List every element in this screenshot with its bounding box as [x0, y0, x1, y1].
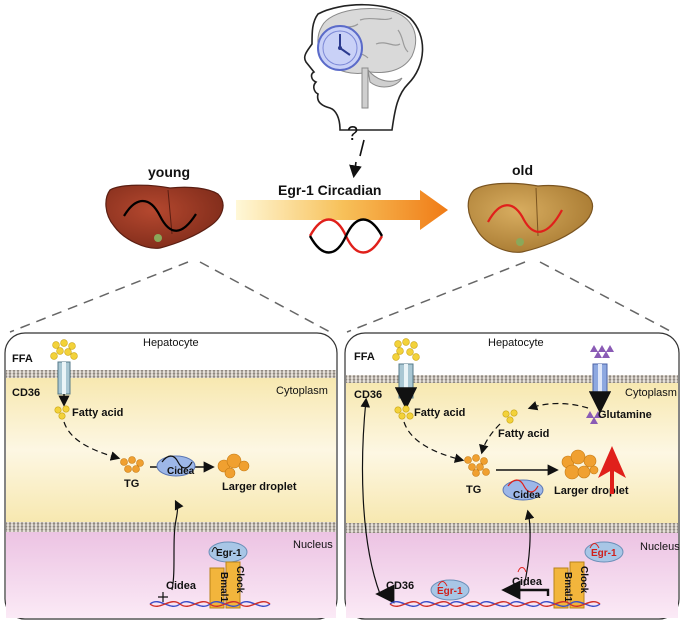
right-increase-arrow-icon — [598, 446, 626, 478]
right-tg-label: TG — [466, 484, 481, 496]
right-fa1-to-tg-arrow — [403, 421, 465, 463]
right-fatty-acid-droplets-2 — [502, 409, 518, 424]
left-cd36-channel — [57, 361, 71, 395]
left-nucleus-label: Nucleus — [293, 539, 333, 551]
right-larger-droplet-label: Larger droplet — [554, 485, 629, 497]
left-dna-helix — [149, 601, 271, 607]
left-cidea-expression-arrow — [171, 499, 184, 591]
left-bmal1-label: Bmal1 — [218, 572, 229, 602]
right-cd36-promoter-arrow — [375, 584, 395, 604]
left-clock-label: Clock — [234, 566, 245, 594]
old-liver — [467, 182, 593, 253]
right-tg-droplets — [464, 454, 490, 477]
right-fa2-to-tg-arrow — [479, 423, 501, 455]
right-clock-label: Clock — [578, 566, 589, 594]
right-egr1-dna-protein — [430, 579, 470, 601]
left-clock-bmal1-box — [209, 561, 241, 609]
right-hepatocyte-label: Hepatocyte — [488, 337, 544, 349]
left-cidea-protein — [156, 455, 196, 477]
young-label: young — [148, 164, 190, 180]
right-dna-helix — [389, 601, 601, 607]
young-liver — [105, 184, 224, 249]
zoom-lines-left — [9, 261, 331, 333]
left-ffa-droplets — [50, 339, 78, 360]
right-fatty-acid-label-2: Fatty acid — [498, 428, 549, 440]
right-glutamine-molecules-inside — [586, 411, 602, 424]
left-fa-to-tg-arrow — [63, 421, 121, 461]
down-arrow — [349, 161, 362, 179]
right-cidea-expression-arrow — [523, 509, 535, 587]
right-cidea-promoter-arrow — [501, 580, 550, 600]
left-cd36-label: CD36 — [12, 387, 40, 399]
left-cidea-protein-label: Cidea — [167, 466, 195, 477]
right-cd36-label: CD36 — [354, 389, 382, 401]
left-egr1-label: Egr-1 — [216, 548, 242, 559]
left-ffa-label: FFA — [12, 353, 33, 365]
right-glutamine-molecules-outside — [590, 345, 614, 358]
right-fatty-acid-label-1: Fatty acid — [414, 407, 465, 419]
right-glutamine-label: Glutamine — [598, 409, 652, 421]
signal-dash — [359, 139, 365, 157]
right-egr1-dna-label: Egr-1 — [437, 586, 463, 597]
right-nucleus-label: Nucleus — [640, 541, 680, 553]
egr1-circadian-arrow — [236, 190, 448, 230]
clock-icon — [317, 25, 363, 71]
right-cidea-gene-wave — [517, 567, 527, 573]
left-cidea-gene-label: Cidea — [166, 580, 197, 592]
right-cidea-protein-label: Cidea — [513, 490, 541, 501]
right-larger-droplet — [561, 449, 599, 480]
right-cd36-gene-label: CD36 — [386, 580, 414, 592]
right-glutamine-to-fa-arrow — [527, 401, 589, 411]
right-ffa-droplets — [392, 338, 420, 361]
left-larger-droplet — [217, 453, 250, 479]
zoom-lines-right — [346, 261, 673, 333]
right-cd36-expression-arrow — [360, 397, 381, 595]
left-egr1-wave — [211, 547, 219, 553]
right-cidea-protein — [502, 479, 544, 501]
right-fatty-acid-droplets-1 — [394, 405, 414, 420]
circadian-waves-icon — [308, 218, 384, 254]
right-egr1-nucleus-protein — [584, 541, 624, 563]
right-clock-bmal1-box — [553, 561, 585, 609]
egr1-circadian-label: Egr-1 Circadian — [278, 182, 381, 198]
left-tg-label: TG — [124, 478, 139, 490]
old-label: old — [512, 162, 533, 178]
right-egr1-nucleus-label: Egr-1 — [591, 548, 617, 559]
right-cidea-gene-label: Cidea — [512, 576, 543, 588]
left-tg-droplets — [120, 456, 144, 473]
left-fatty-acid-droplets — [54, 405, 70, 420]
left-inhibition-bar — [158, 592, 168, 602]
left-cytoplasm-label: Cytoplasm — [276, 385, 328, 397]
right-cytoplasm-label: Cytoplasm — [625, 387, 677, 399]
left-larger-droplet-label: Larger droplet — [222, 481, 297, 493]
left-fatty-acid-label: Fatty acid — [72, 407, 123, 419]
right-glutamine-transporter — [592, 363, 608, 397]
left-hepatocyte-label: Hepatocyte — [143, 337, 199, 349]
right-bmal1-label: Bmal1 — [562, 572, 573, 602]
question-mark: ? — [347, 123, 358, 145]
right-ffa-label: FFA — [354, 351, 375, 363]
